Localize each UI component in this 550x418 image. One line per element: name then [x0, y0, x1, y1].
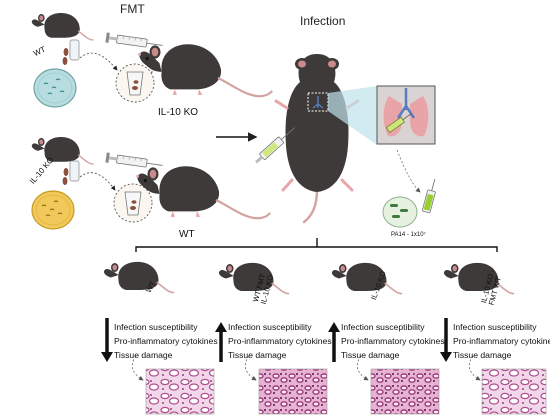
- arrow-up-icon: [215, 322, 227, 362]
- group-mouse-wt: [103, 261, 175, 294]
- outcome-tissue-damage: Tissue damage: [453, 350, 512, 360]
- outcome-list-wt-fmt-il10ko: Infection susceptibility Pro-inflammator…: [228, 320, 332, 362]
- outcome-infection-susceptibility: Infection susceptibility: [228, 322, 312, 332]
- pa14-dose-label: PA14 - 1x10⁷: [391, 232, 426, 238]
- histology-icon: [356, 355, 440, 415]
- outcome-list-il10ko-fmt-wt: Infection susceptibility Pro-inflammator…: [453, 320, 550, 362]
- inoculum-tube-top: [115, 63, 155, 103]
- infection-title: Infection: [300, 14, 346, 28]
- infection-mouse: [274, 54, 360, 224]
- group-mouse-il10ko-fmt-wt: [443, 262, 515, 295]
- outcome-pro-inflammatory-cytokines: Pro-inflammatory cytokines: [114, 336, 218, 346]
- zoom-cone: [328, 86, 377, 145]
- recipient-label-top: IL-10 KO: [158, 107, 199, 118]
- dose-link-arrow: [396, 149, 421, 193]
- transfer-arrow-top: [79, 52, 118, 71]
- arrow-down-icon: [440, 318, 452, 362]
- outcome-pro-inflammatory-cytokines: Pro-inflammatory cytokines: [228, 336, 332, 346]
- arrow-down-icon: [101, 318, 113, 362]
- outcome-tissue-damage: Tissue damage: [228, 350, 287, 360]
- dose-syringe-icon: [421, 179, 436, 214]
- outcome-infection-susceptibility: Infection susceptibility: [114, 322, 198, 332]
- histology-icon: [131, 355, 215, 415]
- syringe-icon: [255, 127, 295, 164]
- lung-inset-icon: [376, 85, 436, 145]
- outcome-infection-susceptibility: Infection susceptibility: [341, 322, 425, 332]
- outcome-pro-inflammatory-cytokines: Pro-inflammatory cytokines: [453, 336, 550, 346]
- transfer-arrow-bottom: [79, 172, 116, 191]
- petri-dish-icon: [33, 68, 77, 108]
- group-mouse-il10ko: [331, 262, 403, 295]
- donor-mouse-bottom: [31, 136, 94, 165]
- outcome-pro-inflammatory-cytokines: Pro-inflammatory cytokines: [341, 336, 445, 346]
- fmt-title: FMT: [120, 2, 145, 16]
- outcome-list-il10ko: Infection susceptibility Pro-inflammator…: [341, 320, 445, 362]
- outcome-list-wt: Infection susceptibility Pro-inflammator…: [114, 320, 218, 362]
- tube-icon: [69, 39, 80, 61]
- arrow-up-icon: [328, 322, 340, 362]
- outcome-infection-susceptibility: Infection susceptibility: [453, 322, 537, 332]
- donor-mouse-top: [31, 12, 94, 41]
- inoculum-tube-bottom: [113, 183, 153, 223]
- recipient-label-bottom: WT: [179, 229, 195, 240]
- outcome-tissue-damage: Tissue damage: [341, 350, 400, 360]
- recipient-mouse-bottom: [135, 165, 271, 220]
- recipient-mouse-top: [137, 43, 273, 98]
- outcome-tissue-damage: Tissue damage: [114, 350, 173, 360]
- histology-icon: [244, 355, 328, 415]
- histology-icon: [468, 355, 547, 415]
- tube-icon: [69, 160, 80, 182]
- bacteria-icon: [382, 196, 418, 228]
- group-bracket: [135, 238, 498, 252]
- petri-dish-icon: [31, 190, 75, 230]
